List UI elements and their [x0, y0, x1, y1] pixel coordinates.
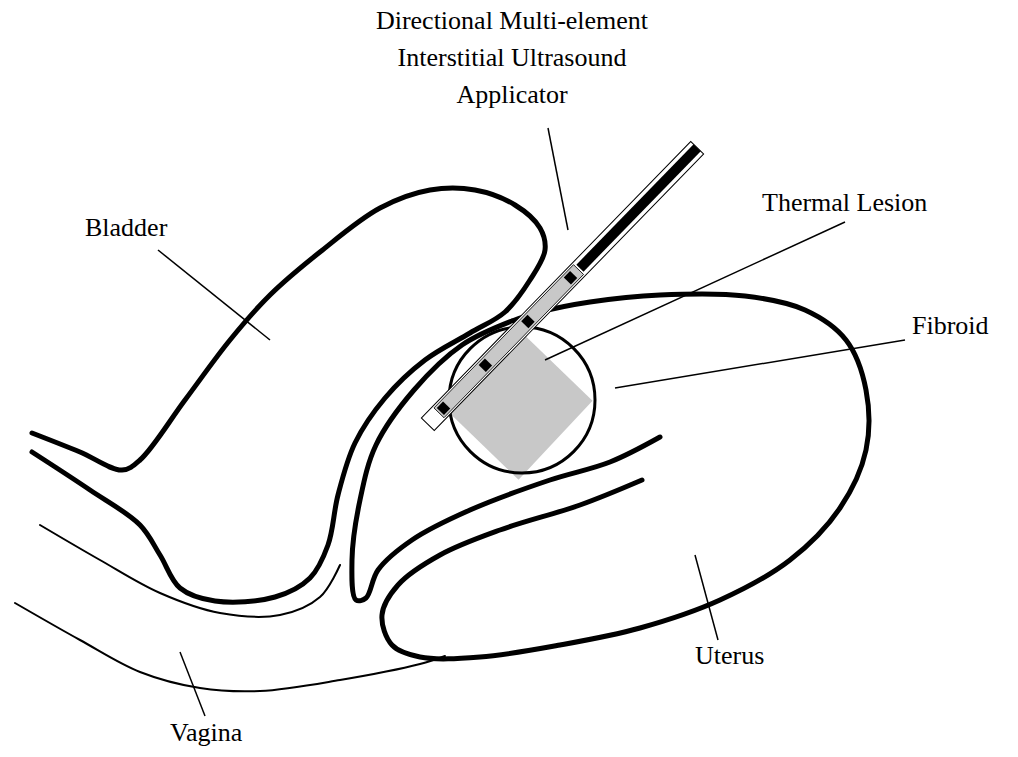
- organ-outlines: [15, 188, 869, 691]
- applicator-sheath: [421, 142, 703, 431]
- vagina-label: Vagina: [170, 718, 242, 748]
- leader-line: [158, 250, 270, 340]
- applicator-cable: [576, 144, 700, 271]
- transducer-array: [434, 265, 584, 418]
- uterus-outline: [382, 294, 869, 659]
- leader-line: [545, 222, 845, 360]
- applicator-label: Directional Multi-element Interstitial U…: [342, 2, 682, 113]
- bladder-label: Bladder: [85, 213, 167, 243]
- element-divider: [479, 358, 492, 371]
- vagina-line: [15, 603, 445, 691]
- leader-line: [548, 128, 568, 230]
- leader-line: [615, 340, 905, 388]
- applicator-drawing: [421, 142, 703, 431]
- lesion-label: Thermal Lesion: [762, 188, 927, 218]
- fibroid-label: Fibroid: [912, 311, 989, 341]
- urethra-line: [40, 525, 340, 617]
- element-divider: [564, 271, 577, 284]
- applicator-body: [421, 142, 703, 431]
- fibroid-outline: [449, 327, 595, 473]
- element-divider: [521, 315, 534, 328]
- leader-line: [695, 555, 718, 640]
- element-divider: [437, 401, 450, 414]
- uterus-front-wall: [352, 321, 660, 601]
- leader-line: [180, 652, 205, 716]
- uterus-label: Uterus: [695, 641, 764, 671]
